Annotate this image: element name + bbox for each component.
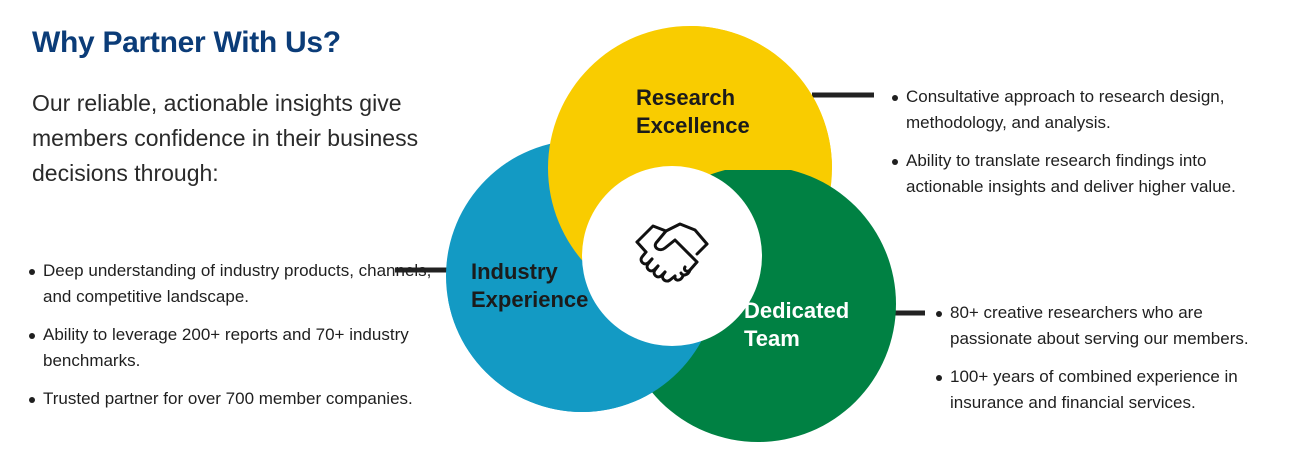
list-item: Ability to translate research findings i…: [892, 148, 1282, 200]
list-item: Trusted partner for over 700 member comp…: [29, 386, 459, 412]
label-line: Research: [636, 85, 736, 110]
list-item: Consultative approach to research design…: [892, 84, 1282, 136]
handshake-icon: [635, 222, 709, 283]
label-line: Dedicated: [744, 298, 850, 323]
list-item: 80+ creative researchers who are passion…: [936, 300, 1286, 352]
label-line: Industry: [471, 259, 558, 284]
list-item: Deep understanding of industry products,…: [29, 258, 459, 310]
label-research-excellence: Research Excellence: [636, 84, 750, 140]
label-line: Excellence: [636, 113, 750, 138]
industry-points-list: Deep understanding of industry products,…: [29, 258, 459, 424]
page-title: Why Partner With Us?: [32, 26, 341, 59]
team-points-list: 80+ creative researchers who are passion…: [936, 300, 1286, 428]
label-dedicated-team: Dedicated Team: [744, 297, 849, 353]
list-item: 100+ years of combined experience in ins…: [936, 364, 1286, 416]
center-white-area: [582, 166, 762, 346]
label-line: Team: [744, 326, 800, 351]
label-line: Experience: [471, 287, 589, 312]
label-industry-experience: Industry Experience: [471, 258, 588, 314]
intro-text: Our reliable, actionable insights give m…: [32, 90, 419, 186]
list-item: Ability to leverage 200+ reports and 70+…: [29, 322, 459, 374]
research-points-list: Consultative approach to research design…: [892, 84, 1282, 212]
